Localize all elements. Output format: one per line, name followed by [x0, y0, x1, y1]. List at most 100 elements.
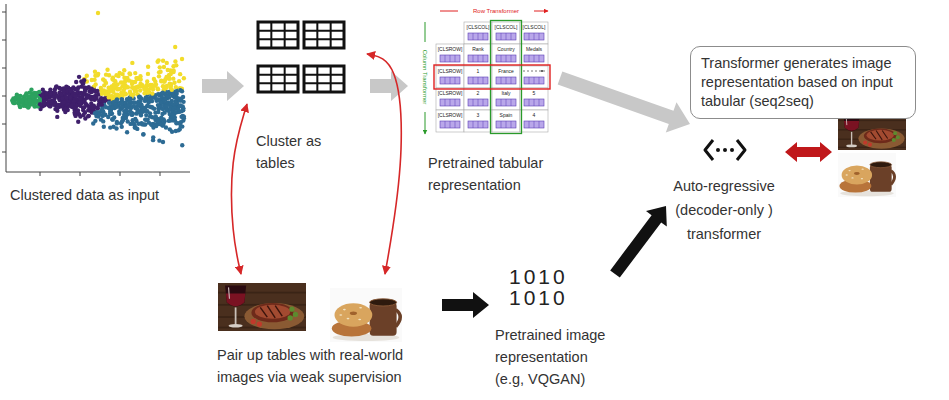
- data-point: [114, 126, 118, 130]
- steak-photo: [244, 303, 304, 329]
- data-point: [171, 113, 175, 117]
- embedding-divider: [511, 55, 512, 62]
- steak-photo: [293, 312, 298, 317]
- table-cell-text: France: [492, 68, 520, 74]
- muffin-photo: [861, 178, 863, 179]
- muffin-photo: [359, 307, 362, 309]
- table-cell: [492, 88, 520, 110]
- table-cell: [520, 66, 548, 88]
- table-cell-text: 5: [520, 90, 548, 96]
- embedding-bar: [440, 121, 460, 128]
- data-point: [55, 106, 59, 110]
- embedding-divider: [483, 77, 484, 84]
- data-point: [73, 87, 77, 91]
- muffin-photo: [330, 288, 402, 342]
- data-point: [122, 112, 126, 116]
- table-cell: [492, 22, 520, 44]
- embedding-divider: [483, 55, 484, 62]
- embedding-bar: [468, 121, 488, 128]
- table-cell: [492, 110, 520, 132]
- data-point: [135, 109, 139, 113]
- steak-photo: [864, 128, 897, 143]
- flow-arrow: [202, 71, 244, 101]
- data-point: [121, 80, 125, 84]
- tick: [2, 124, 6, 125]
- data-point: [161, 59, 165, 63]
- embedding-divider: [511, 33, 512, 40]
- embedding-bar: [440, 55, 460, 62]
- data-point: [41, 93, 45, 97]
- muffin-photo: [350, 311, 357, 315]
- embedding-divider: [539, 99, 540, 106]
- flow-arrow: [370, 71, 408, 101]
- binary-code: 1010: [495, 266, 609, 287]
- table-line: [258, 38, 298, 40]
- data-point: [108, 125, 112, 129]
- embedding-divider: [539, 121, 540, 128]
- data-point: [159, 115, 163, 119]
- dot: [723, 148, 727, 152]
- table-cell: [464, 88, 492, 110]
- embedding-divider: [473, 55, 474, 62]
- steak-photo: [251, 303, 293, 322]
- data-point: [93, 82, 97, 86]
- data-point: [151, 135, 155, 139]
- steak-photo: [260, 307, 267, 317]
- column-highlight: [491, 21, 522, 134]
- data-point: [78, 101, 82, 105]
- embedding-bar: [524, 55, 544, 62]
- embedding-divider: [529, 33, 530, 40]
- steak-photo: [892, 138, 896, 142]
- data-point: [178, 127, 182, 131]
- table-cell-text: 1: [464, 68, 492, 74]
- data-point: [96, 11, 100, 15]
- table-cell: [464, 110, 492, 132]
- caption: Pair up tables with real-world images vi…: [217, 344, 436, 388]
- data-point: [101, 77, 105, 81]
- embedding-divider: [450, 55, 451, 62]
- steak-photo: [275, 306, 282, 316]
- embedding-divider: [506, 99, 507, 106]
- muffin-photo: [851, 177, 853, 178]
- embedding-divider: [455, 99, 456, 106]
- table-line: [304, 30, 344, 32]
- data-point: [87, 114, 91, 118]
- data-point: [55, 115, 59, 119]
- data-point: [105, 67, 109, 71]
- axis-title: Row Transformer: [458, 7, 534, 15]
- embedding-divider: [478, 99, 479, 106]
- data-point: [138, 99, 142, 103]
- data-point: [149, 122, 153, 126]
- data-point: [81, 81, 85, 85]
- data-point: [174, 121, 178, 125]
- embedding-divider: [445, 77, 446, 84]
- embedding-divider: [478, 33, 479, 40]
- data-point: [138, 74, 142, 78]
- dot: [730, 148, 734, 152]
- embedding-bar: [440, 99, 460, 106]
- data-point: [104, 105, 108, 109]
- data-point: [145, 83, 149, 87]
- data-point: [132, 87, 136, 91]
- data-point: [167, 76, 171, 80]
- muffin-photo: [838, 153, 896, 197]
- embedding-divider: [501, 99, 502, 106]
- table-icon: [258, 66, 298, 92]
- embedding-divider: [501, 77, 502, 84]
- data-point: [133, 71, 137, 75]
- data-point: [123, 84, 127, 88]
- data-point: [138, 88, 142, 92]
- data-point: [165, 61, 169, 65]
- data-point: [129, 112, 133, 116]
- table-line: [304, 74, 344, 76]
- muffin-photo: [854, 172, 860, 175]
- data-point: [150, 105, 154, 109]
- table-cell-text: [CLSROW]: [436, 68, 464, 74]
- data-point: [168, 68, 172, 72]
- data-point: [155, 60, 159, 64]
- data-point: [143, 99, 147, 103]
- embedding-divider: [534, 33, 535, 40]
- double-arrow: [785, 142, 832, 162]
- tick: [2, 96, 6, 97]
- embedding-divider: [534, 121, 535, 128]
